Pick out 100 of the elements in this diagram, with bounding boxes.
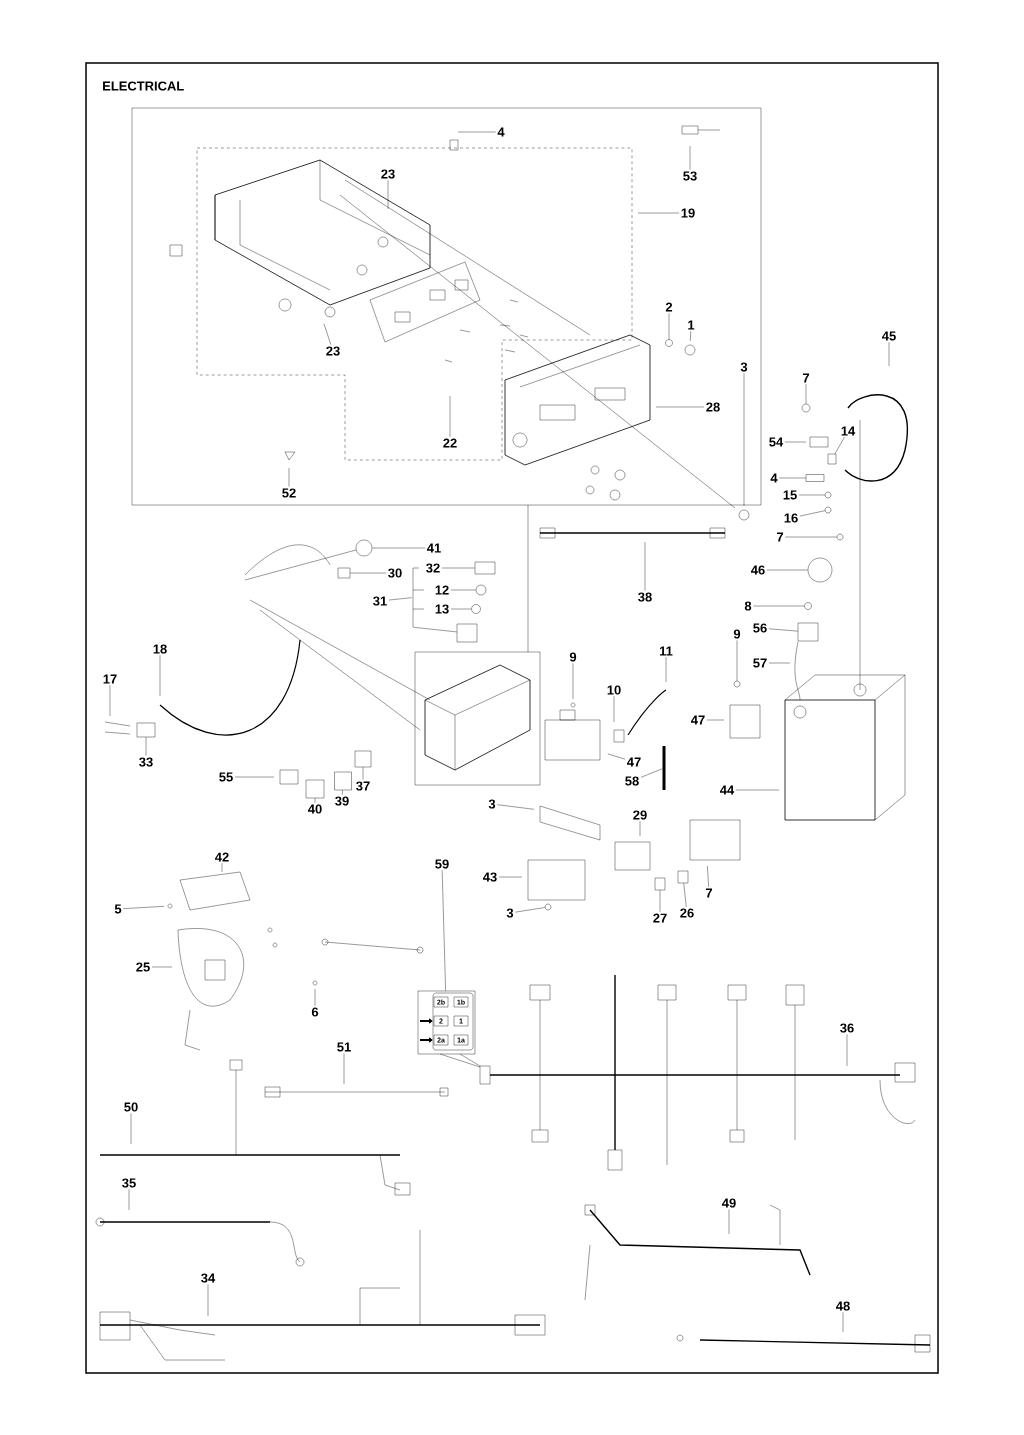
fastener-drawing xyxy=(475,584,487,596)
leader-line xyxy=(288,467,290,487)
leader-line xyxy=(159,655,161,697)
leader-line xyxy=(639,821,641,837)
callout-number: 45 xyxy=(882,331,896,341)
callout-number: 59 xyxy=(435,859,449,869)
leader-line xyxy=(343,1053,345,1085)
leader-line xyxy=(736,640,738,681)
fastener-drawing xyxy=(824,506,832,514)
component-drawing xyxy=(827,453,837,465)
leader-line xyxy=(130,1113,132,1145)
leader-line xyxy=(805,383,807,404)
leader-line xyxy=(515,907,546,913)
leader-line xyxy=(766,569,808,571)
callout-number: 30 xyxy=(388,568,402,578)
leader-line xyxy=(768,628,798,632)
leader-line xyxy=(207,1284,209,1317)
leader-line xyxy=(442,870,446,991)
callout-number: 17 xyxy=(103,674,117,684)
callout-number: 18 xyxy=(153,644,167,654)
leader-line xyxy=(234,776,275,778)
callout-number: 42 xyxy=(215,852,229,862)
callout-number: 2 xyxy=(665,302,673,312)
component-drawing xyxy=(805,474,825,482)
callout-number: 43 xyxy=(483,872,497,882)
component-drawing xyxy=(305,779,325,799)
leader-line xyxy=(323,323,332,345)
component-drawing xyxy=(474,561,496,575)
callout-number: 35 xyxy=(122,1178,136,1188)
leader-line xyxy=(613,696,615,723)
callout-number: 57 xyxy=(753,658,767,668)
leader-line xyxy=(221,863,223,873)
callout-number: 13 xyxy=(435,604,449,614)
fastener-drawing xyxy=(471,604,481,614)
leader-line xyxy=(683,883,687,907)
callout-number: 58 xyxy=(625,776,639,786)
callout-number: 29 xyxy=(633,810,647,820)
component-drawing xyxy=(334,771,352,791)
leader-line xyxy=(441,567,475,569)
leader-line xyxy=(387,180,389,210)
callout-number: 50 xyxy=(124,1102,138,1112)
callout-number: 22 xyxy=(443,438,457,448)
callout-number: 1 xyxy=(688,320,695,330)
leader-line xyxy=(497,804,535,810)
leader-line xyxy=(640,768,663,778)
callout-number: 23 xyxy=(381,169,395,179)
component-drawing xyxy=(654,877,666,891)
callout-number: 52 xyxy=(282,488,296,498)
leader-line xyxy=(706,719,725,721)
callout-number: 32 xyxy=(426,563,440,573)
fastener-drawing xyxy=(807,557,833,583)
callout-number: 3 xyxy=(506,908,514,918)
fastener-drawing xyxy=(665,339,673,347)
callout-number: 5 xyxy=(114,904,122,914)
leader-line xyxy=(779,477,806,479)
leader-line xyxy=(457,131,496,133)
callout-number: 25 xyxy=(136,962,150,972)
callout-number: 47 xyxy=(691,715,705,725)
leader-line xyxy=(314,988,316,1006)
cable-drawing xyxy=(662,746,666,790)
leader-line xyxy=(689,145,691,170)
callout-number: 48 xyxy=(836,1301,850,1311)
callout-number: 3 xyxy=(488,799,496,809)
leader-line xyxy=(785,536,837,538)
callout-number: 40 xyxy=(308,804,322,814)
leader-line xyxy=(668,313,670,340)
leader-line xyxy=(846,1034,848,1067)
callout-number: 41 xyxy=(427,543,441,553)
title: ELECTRICAL xyxy=(103,81,184,91)
callout-number: 12 xyxy=(435,585,449,595)
component-drawing xyxy=(456,623,478,643)
leader-line xyxy=(362,767,364,780)
leader-line xyxy=(342,790,343,795)
callout-number: 4 xyxy=(497,127,505,137)
callout-number: 27 xyxy=(653,913,667,923)
callout-number: 10 xyxy=(607,685,621,695)
callout-number: 7 xyxy=(705,888,713,898)
leader-line xyxy=(659,890,661,912)
fastener-drawing xyxy=(801,403,811,413)
leader-line xyxy=(372,547,426,549)
callout-number: 47 xyxy=(627,757,641,767)
callout-number: 26 xyxy=(680,908,694,918)
leader-line xyxy=(123,906,165,909)
component-drawing xyxy=(337,567,351,579)
leader-line xyxy=(799,510,826,517)
leader-line xyxy=(572,663,574,700)
component-drawing xyxy=(136,722,156,738)
leader-line xyxy=(728,1209,730,1235)
callout-number: 28 xyxy=(706,402,720,412)
callout-number: 16 xyxy=(784,513,798,523)
fastener-drawing xyxy=(733,680,741,688)
callout-number: 7 xyxy=(776,532,784,542)
leader-line xyxy=(665,656,667,683)
callout-number: 36 xyxy=(840,1023,854,1033)
callout-number: 14 xyxy=(841,426,856,436)
callout-number: 49 xyxy=(722,1198,736,1208)
callout-number: 33 xyxy=(139,757,153,767)
leader-line xyxy=(655,406,705,408)
callout-number: 15 xyxy=(783,490,797,500)
leader-line xyxy=(768,662,791,664)
